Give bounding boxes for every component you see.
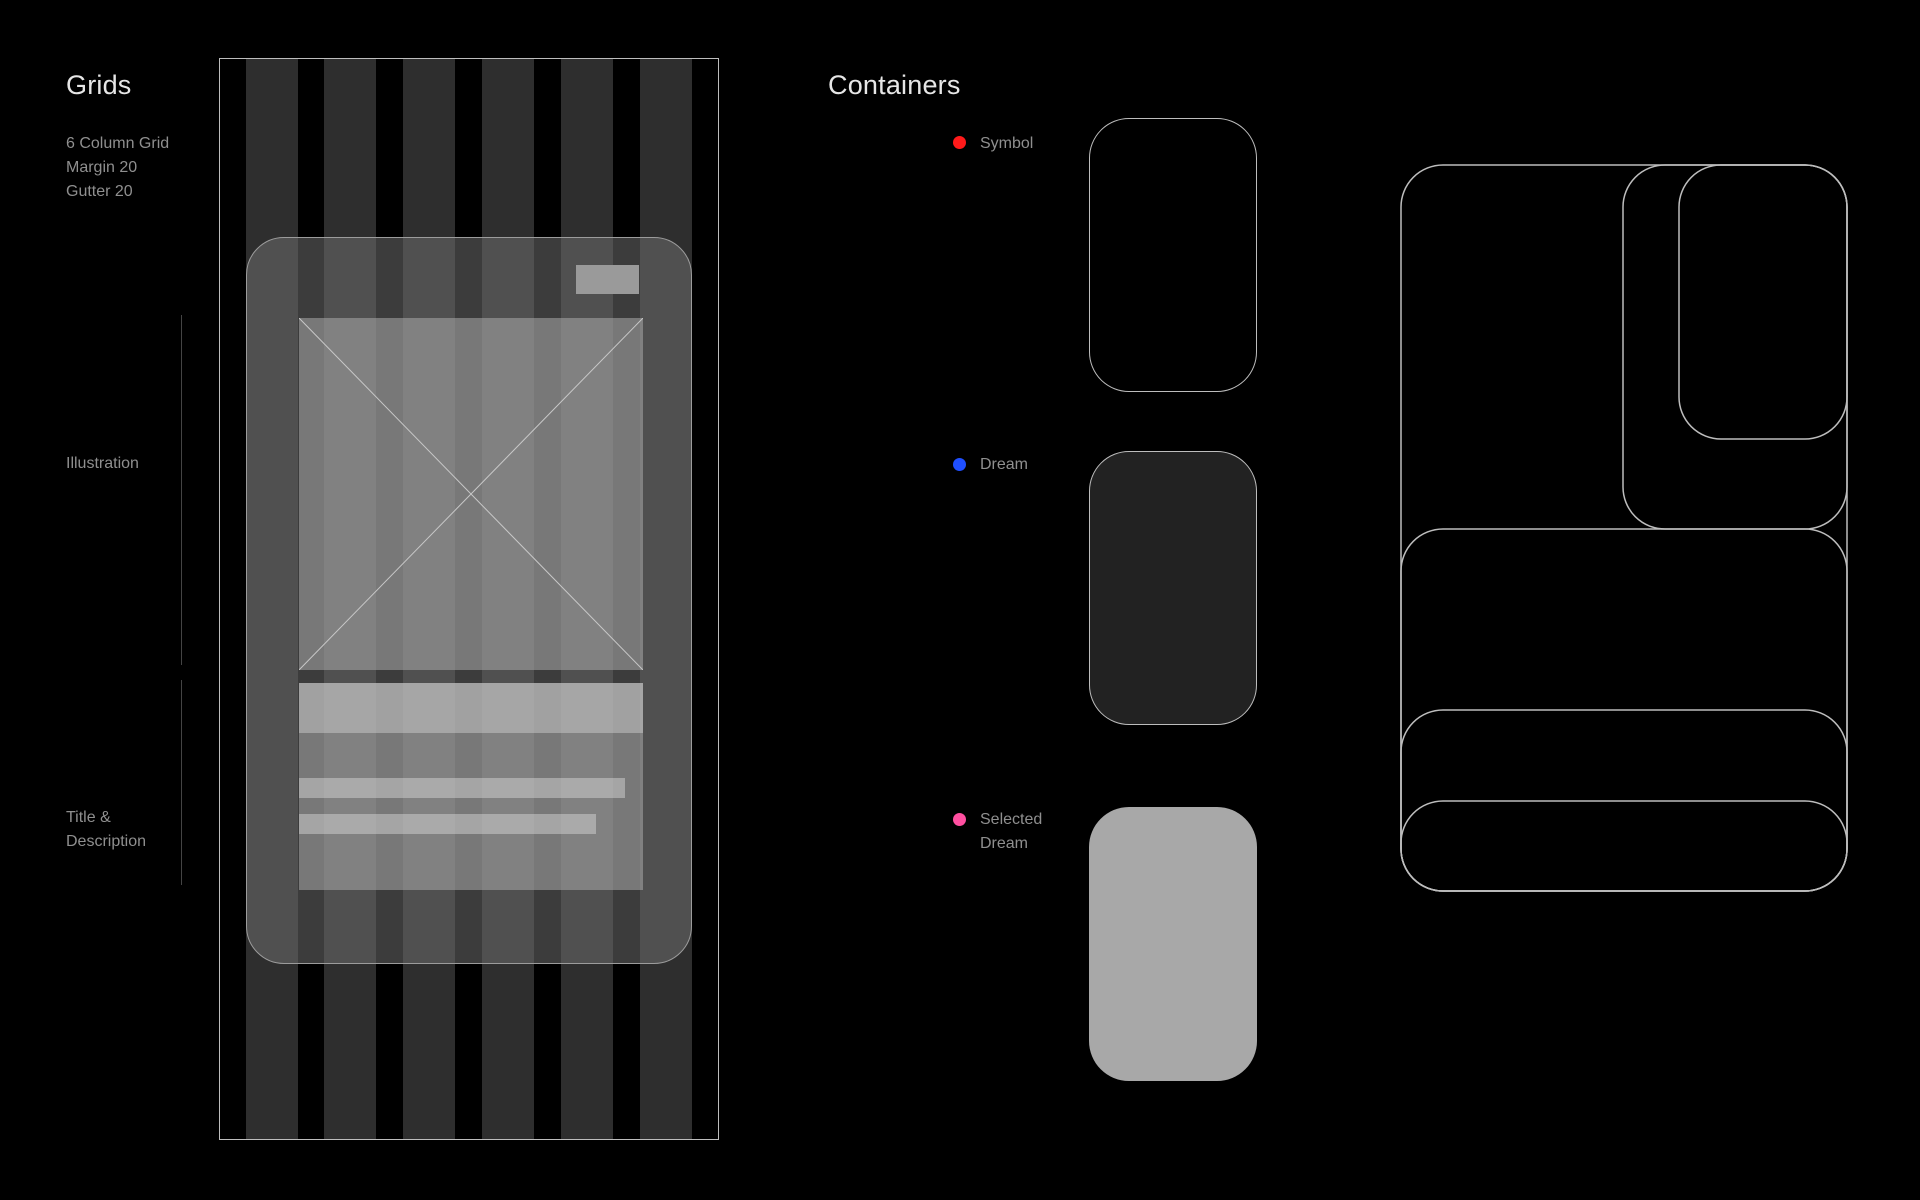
symbol-label-text: Symbol: [980, 135, 1034, 152]
description-placeholder-line-1: [299, 778, 625, 798]
containers-title: Containers: [828, 70, 961, 100]
section-label-title-description: Title & Description: [66, 806, 146, 854]
layout-outer-container: [1400, 164, 1848, 892]
layout-bottom-bar-container: [1400, 800, 1848, 892]
illustration-bracket-line: [181, 315, 182, 665]
dream-label-text-2: Dream: [980, 835, 1029, 852]
container-layout-diagram: [1400, 164, 1848, 892]
grid-specs: 6 Column Grid Margin 20 Gutter 20: [66, 132, 169, 204]
grid-spec-gutter: Gutter 20: [66, 183, 133, 200]
dream-label-text: Dream: [980, 456, 1029, 473]
section-label-description-line: Description: [66, 833, 147, 850]
grid-spec-margin: Margin 20: [66, 159, 138, 176]
illustration-placeholder: [299, 318, 643, 670]
title-placeholder-bar: [299, 683, 643, 733]
grid-frame: [219, 58, 719, 1140]
dream-card-wireframe: [246, 237, 692, 964]
selected-dream-legend-label: Selected Dream: [980, 808, 1042, 856]
symbol-legend-dot: [953, 136, 966, 149]
layout-top-right-container: [1622, 164, 1848, 530]
title-description-bracket-line: [181, 680, 182, 885]
selected-label-text: Selected: [980, 811, 1043, 828]
section-label-title-line: Title &: [66, 809, 111, 826]
dream-legend-label: Dream: [980, 453, 1028, 477]
layout-top-right-inner-container: [1678, 164, 1848, 440]
dream-container: [1089, 451, 1257, 725]
description-placeholder-line-2: [299, 814, 596, 834]
image-placeholder-cross-icon: [299, 318, 643, 670]
selected-dream-legend-dot: [953, 813, 966, 826]
symbol-legend-label: Symbol: [980, 132, 1033, 156]
title-description-placeholder: [299, 683, 643, 890]
grid-spec-columns: 6 Column Grid: [66, 135, 170, 152]
selected-dream-container: [1089, 807, 1257, 1081]
dream-legend-dot: [953, 458, 966, 471]
symbol-container: [1089, 118, 1257, 392]
grids-title: Grids: [66, 70, 132, 100]
section-label-illustration: Illustration: [66, 455, 139, 472]
card-chip-placeholder: [576, 265, 639, 294]
